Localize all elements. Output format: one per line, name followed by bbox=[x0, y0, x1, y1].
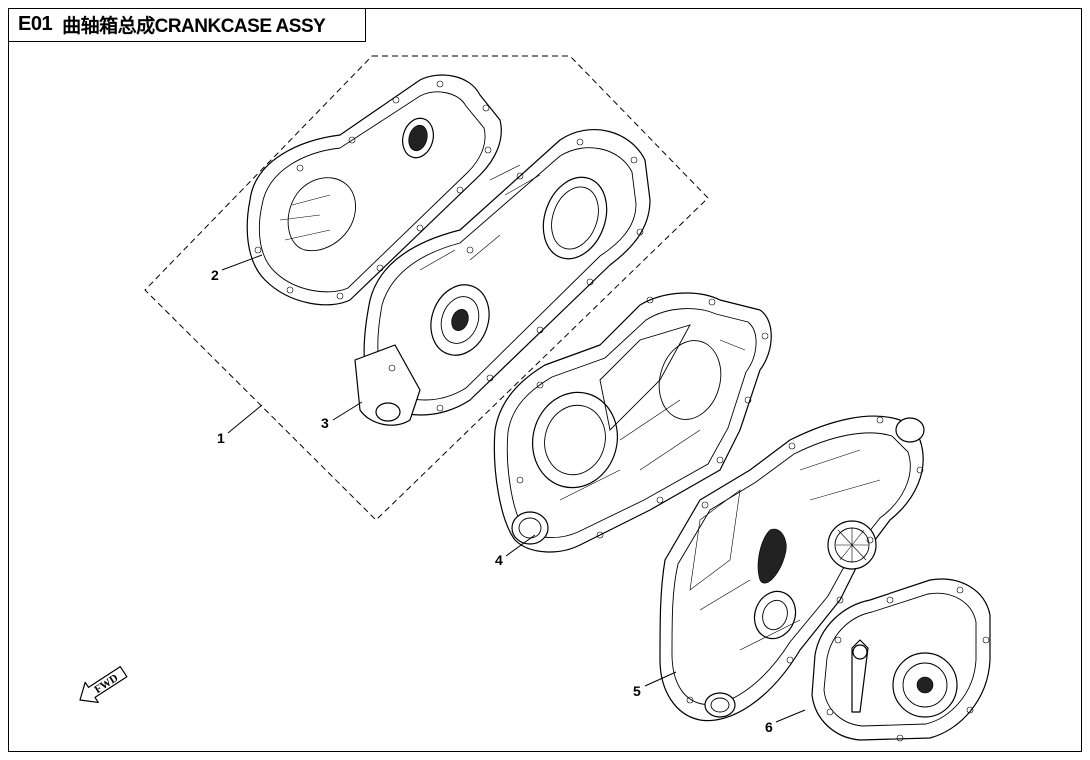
drawing-frame bbox=[8, 8, 1082, 752]
callout-1: 1 bbox=[217, 430, 225, 446]
callout-2: 2 bbox=[211, 267, 219, 283]
callout-4: 4 bbox=[495, 552, 503, 568]
part-5-right-crankcase bbox=[659, 415, 925, 722]
callout-3: 3 bbox=[321, 415, 329, 431]
leader-line-4 bbox=[505, 534, 536, 557]
assembly-group-boundary bbox=[144, 55, 709, 521]
fwd-arrow-icon: FWD bbox=[79, 666, 128, 704]
leader-line-5 bbox=[644, 671, 677, 687]
callout-5: 5 bbox=[633, 683, 641, 699]
callout-6: 6 bbox=[765, 719, 773, 735]
leader-line-6 bbox=[775, 709, 806, 723]
title-block: E01 曲轴箱总成CRANKCASE ASSY bbox=[8, 8, 366, 42]
part-2-outer-cover bbox=[246, 74, 502, 306]
leader-lines bbox=[221, 254, 806, 723]
title-code: E01 bbox=[18, 13, 53, 35]
part-3-inner-cover bbox=[354, 129, 651, 426]
leader-line-1 bbox=[227, 404, 263, 434]
leader-line-3 bbox=[332, 401, 363, 421]
part-6-side-cover bbox=[811, 578, 991, 742]
part-4-left-crankcase bbox=[493, 292, 772, 553]
leader-line-2 bbox=[221, 254, 263, 271]
title-text: 曲轴箱总成CRANKCASE ASSY bbox=[62, 16, 326, 37]
